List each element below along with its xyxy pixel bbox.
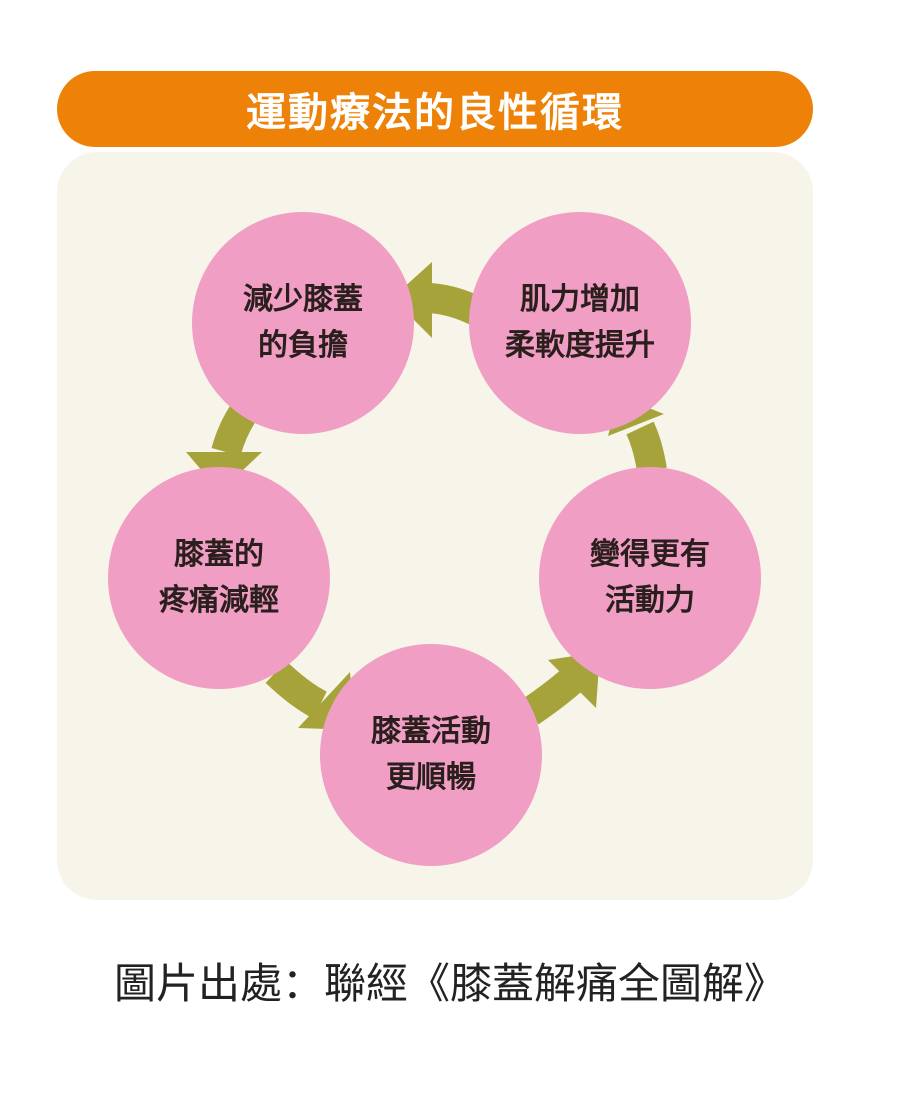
node-knee-pain-relief: 膝蓋的 疼痛減輕 [108,467,330,689]
arrow-active-to-strength [626,421,667,473]
node-strength-flexibility: 肌力增加 柔軟度提升 [469,212,691,434]
node-text: 肌力增加 [520,282,640,317]
node-text: 變得更有 [590,537,710,572]
node-text: 活動力 [605,583,695,618]
arrowhead-icon [392,262,432,338]
arrow-smooth-movement-to-active [521,668,582,725]
arrow-reduce-load-to-pain-relief [211,403,257,457]
node-reduce-knee-load: 減少膝蓋 的負擔 [192,212,414,434]
image-source-caption: 圖片出處：聯經《膝蓋解痛全圖解》 [113,959,786,1008]
title-banner: 運動療法的良性循環 [57,71,813,147]
node-text: 更順暢 [386,760,476,795]
node-text: 膝蓋活動 [371,714,491,749]
node-text: 柔軟度提升 [505,328,655,363]
diagram-title: 運動療法的良性循環 [246,90,624,136]
node-text: 疼痛減輕 [159,583,279,618]
arrow-pain-relief-to-smooth-movement [265,661,328,719]
node-text: 的負擔 [258,328,348,363]
node-text: 膝蓋的 [174,537,264,572]
node-text: 減少膝蓋 [243,282,363,317]
node-smoother-movement: 膝蓋活動 更順暢 [320,644,542,866]
node-more-active: 變得更有 活動力 [539,467,761,689]
